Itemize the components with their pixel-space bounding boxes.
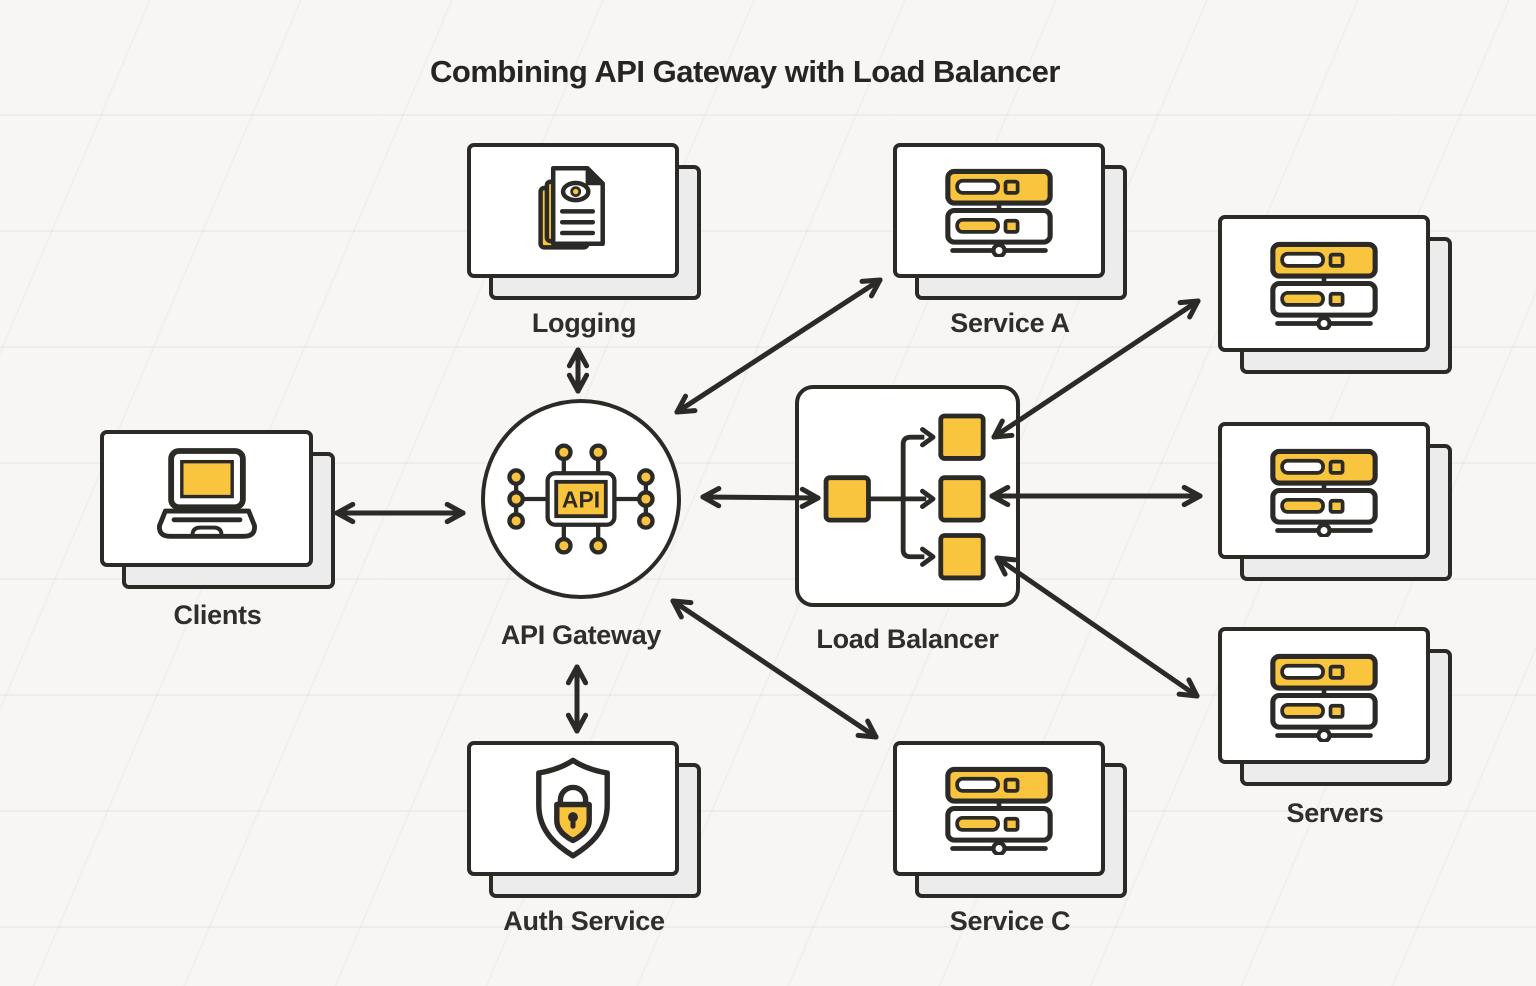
- api-gateway-label: API Gateway: [500, 620, 662, 650]
- edge-clients-gateway: [334, 501, 466, 525]
- load-balancer-card: [795, 385, 1020, 607]
- service-a-label: Service A: [950, 308, 1070, 338]
- laptop-icon: [156, 448, 257, 539]
- load-balancer-fanout-icon: [823, 413, 986, 581]
- edge-lb-server-2: [989, 484, 1203, 508]
- clients-card: [100, 430, 313, 567]
- auth-service-label: Auth Service: [503, 906, 665, 936]
- service-a-card: [893, 143, 1105, 278]
- edge-gateway-auth: [565, 664, 589, 734]
- edge-logging-gateway: [566, 347, 590, 394]
- logging-label: Logging: [531, 308, 637, 338]
- server-icon: [1270, 653, 1378, 742]
- edge-gateway-service-c: [670, 598, 879, 740]
- shield-lock-icon: [536, 757, 610, 858]
- diagram-title: Combining API Gateway with Load Balancer: [430, 54, 1060, 89]
- server-icon: [945, 168, 1053, 257]
- log-documents-eye-icon: [538, 165, 605, 250]
- api-chip-label: API: [562, 487, 600, 513]
- auth-service-card: [467, 741, 679, 876]
- clients-label: Clients: [173, 600, 262, 630]
- api-gateway-card: API: [481, 399, 681, 599]
- api-chip-icon: API: [507, 443, 655, 555]
- server-1-card: [1218, 215, 1430, 352]
- service-c-label: Service C: [949, 906, 1071, 936]
- edge-lb-server-3: [994, 555, 1200, 699]
- logging-card: [467, 143, 679, 278]
- server-icon: [945, 766, 1053, 855]
- load-balancer-label: Load Balancer: [816, 624, 999, 654]
- server-2-card: [1218, 422, 1430, 559]
- service-c-card: [893, 741, 1105, 876]
- server-icon: [1270, 241, 1378, 330]
- servers-label: Servers: [1286, 798, 1384, 828]
- server-3-card: [1218, 627, 1430, 764]
- server-icon: [1270, 448, 1378, 537]
